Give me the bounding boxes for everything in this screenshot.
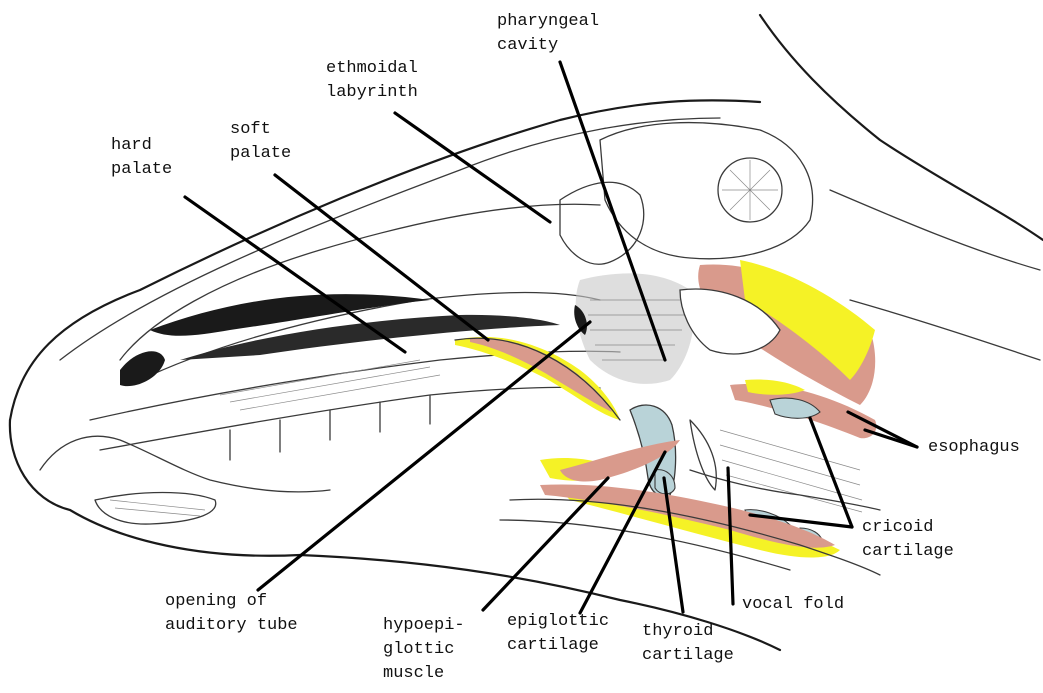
label-thyroid-cartilage: thyroid cartilage (642, 620, 734, 668)
label-line: pharyngeal (497, 10, 599, 34)
label-opening-of-auditory-tube: opening of auditory tube (165, 590, 298, 638)
label-line: cartilage (507, 634, 609, 658)
label-esophagus: esophagus (928, 436, 1020, 460)
label-line: ethmoidal (326, 57, 418, 81)
label-line: cavity (497, 34, 599, 58)
label-line: hard (111, 134, 172, 158)
label-line: soft (230, 118, 291, 142)
label-line: palate (230, 142, 291, 166)
label-line: thyroid (642, 620, 734, 644)
label-line: palate (111, 158, 172, 182)
label-hypoepiglottic-muscle: hypoepi- glottic muscle (383, 614, 465, 686)
label-line: opening of (165, 590, 298, 614)
label-line: esophagus (928, 436, 1020, 460)
label-line: cricoid (862, 516, 954, 540)
label-epiglottic-cartilage: epiglottic cartilage (507, 610, 609, 658)
label-line: labyrinth (326, 81, 418, 105)
label-ethmoidal-labyrinth: ethmoidal labyrinth (326, 57, 418, 105)
label-vocal-fold: vocal fold (742, 593, 844, 617)
label-line: hypoepi- (383, 614, 465, 638)
leader-hypoepiglottic-muscle (483, 478, 608, 610)
ventral-neck-tissues (500, 440, 880, 575)
hard-palate-region (90, 351, 620, 524)
label-hard-palate: hard palate (111, 134, 172, 182)
label-line: muscle (383, 662, 465, 686)
label-line: vocal fold (742, 593, 844, 617)
label-line: auditory tube (165, 614, 298, 638)
label-line: epiglottic (507, 610, 609, 634)
label-soft-palate: soft palate (230, 118, 291, 166)
label-line: glottic (383, 638, 465, 662)
label-cricoid-cartilage: cricoid cartilage (862, 516, 954, 564)
label-pharyngeal-cavity: pharyngeal cavity (497, 10, 599, 58)
label-line: cartilage (862, 540, 954, 564)
label-line: cartilage (642, 644, 734, 668)
pharynx-shading (574, 273, 694, 383)
